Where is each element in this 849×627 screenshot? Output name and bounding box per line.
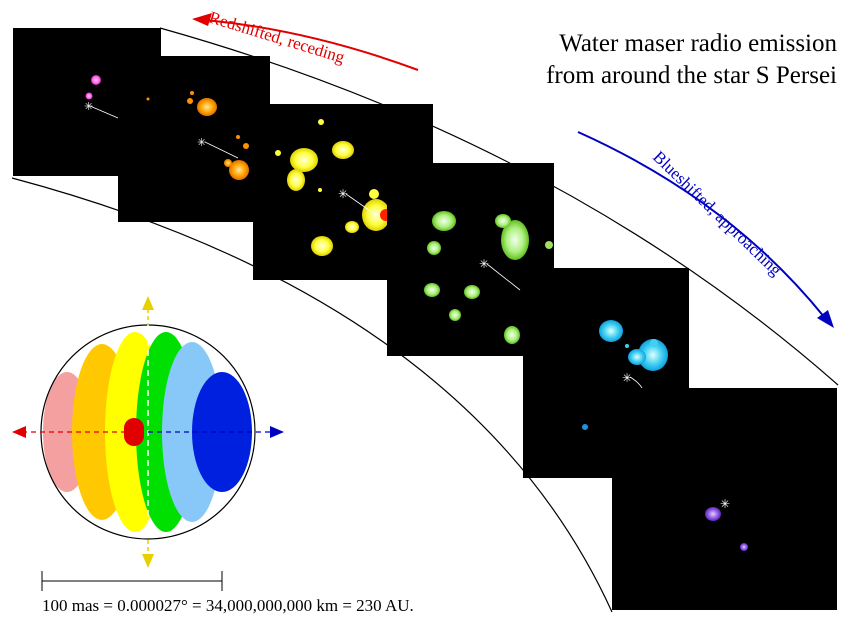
title-line-1: Water maser radio emission xyxy=(559,30,837,57)
scale-bar xyxy=(41,571,223,591)
panel-2: ✳ xyxy=(118,56,270,222)
yellow-arrow-up xyxy=(142,296,154,310)
diagram-title: Water maser radio emission from around t… xyxy=(477,28,837,92)
velocity-sphere-schematic xyxy=(12,296,284,568)
blue-arrow-right xyxy=(270,426,284,438)
scale-bar-label: 100 mas = 0.000027° = 34,000,000,000 km … xyxy=(42,596,414,615)
blueshift-label: Blueshifted, approaching xyxy=(649,147,785,280)
panel-6: ✳ xyxy=(612,388,837,610)
yellow-arrow-down xyxy=(142,554,154,568)
title-line-2: from around the star S Persei xyxy=(546,62,837,89)
star-icon: ✳ xyxy=(622,371,632,385)
redshift-arrow xyxy=(192,13,419,71)
star-icon: ✳ xyxy=(84,101,93,113)
red-arrow-left xyxy=(12,426,26,438)
star-icon: ✳ xyxy=(479,257,489,271)
star-icon: ✳ xyxy=(197,137,206,149)
blueshift-arrow xyxy=(577,131,834,328)
star-icon: ✳ xyxy=(720,497,730,511)
star-icon: ✳ xyxy=(338,187,348,201)
